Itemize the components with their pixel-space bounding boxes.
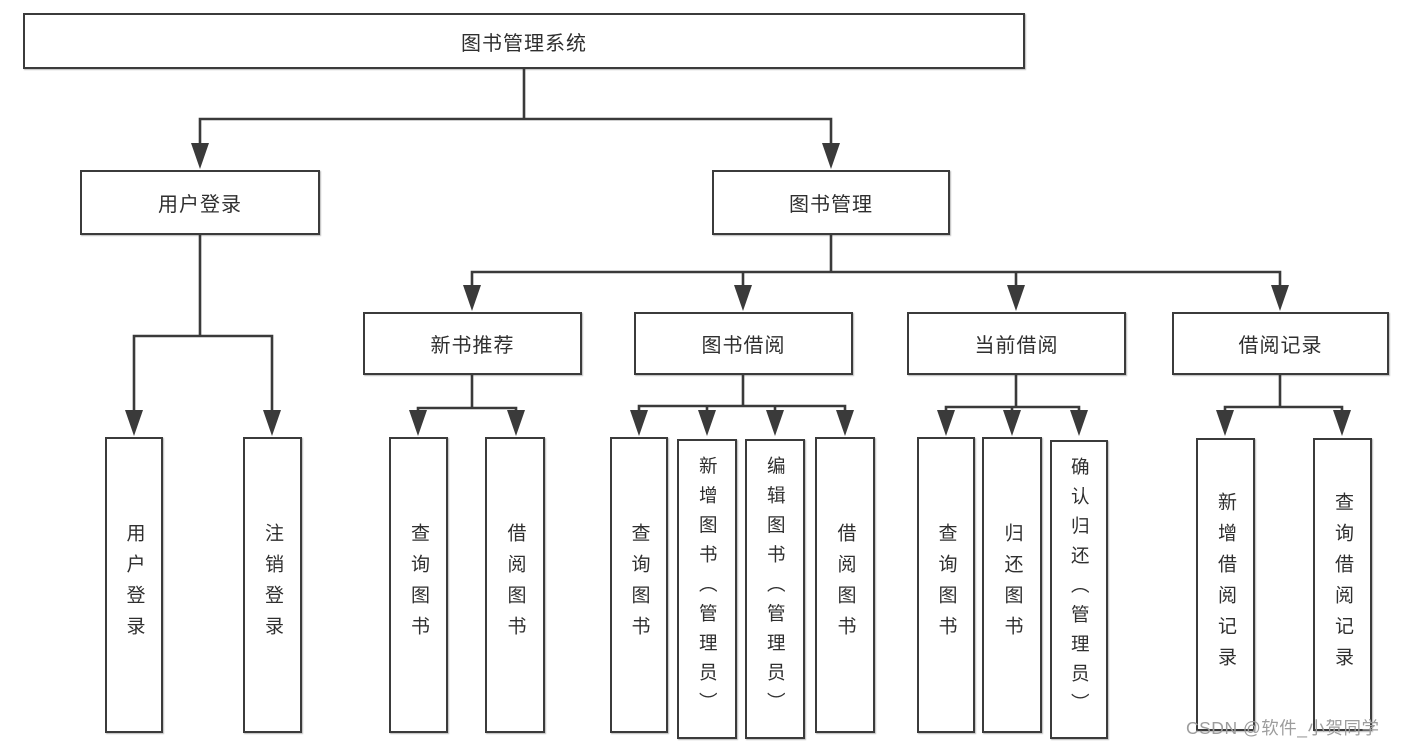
arrowheads — [125, 143, 1351, 436]
node-root-label: 图书管理系统 — [461, 32, 587, 55]
node-current-borrow-label: 当前借阅 — [974, 335, 1059, 357]
node-user-login-label: 用户登录 — [158, 194, 242, 216]
leaf-borrow-book-2: 借阅图书 — [815, 437, 875, 733]
leaf-edit-book-admin: 编辑图书（管理员） — [745, 439, 805, 739]
leaf-return-book-label: 归还图书 — [1001, 523, 1023, 647]
node-book-borrow-label: 图书借阅 — [701, 335, 786, 357]
leaf-add-borrow-record: 新增借阅记录 — [1196, 438, 1255, 731]
node-current-borrow: 当前借阅 — [907, 312, 1126, 375]
node-book-management-label: 图书管理 — [789, 194, 873, 216]
leaf-return-book: 归还图书 — [982, 437, 1042, 733]
node-user-login: 用户登录 — [80, 170, 320, 235]
node-book-management: 图书管理 — [712, 170, 950, 235]
leaf-edit-book-admin-label: 编辑图书（管理员） — [765, 456, 787, 722]
leaf-add-book-admin-label: 新增图书（管理员） — [697, 456, 719, 722]
leaf-borrow-book-1-label: 借阅图书 — [504, 523, 526, 647]
leaf-borrow-book-1: 借阅图书 — [485, 437, 545, 733]
node-new-book-recommend: 新书推荐 — [363, 312, 582, 375]
leaf-add-borrow-record-label: 新增借阅记录 — [1215, 491, 1236, 678]
leaf-query-borrow-record-label: 查询借阅记录 — [1332, 491, 1353, 678]
leaf-query-borrow-record: 查询借阅记录 — [1313, 438, 1372, 731]
leaf-user-login-label: 用户登录 — [123, 523, 145, 647]
leaf-confirm-return-admin: 确认归还（管理员） — [1050, 440, 1108, 739]
leaf-query-book-3-label: 查询图书 — [935, 523, 957, 647]
leaf-user-login: 用户登录 — [105, 437, 163, 733]
node-borrow-record-label: 借阅记录 — [1238, 335, 1323, 357]
leaf-borrow-book-2-label: 借阅图书 — [834, 523, 856, 647]
node-root-system: 图书管理系统 — [23, 13, 1025, 69]
node-book-borrow: 图书借阅 — [634, 312, 853, 375]
leaf-query-book-3: 查询图书 — [917, 437, 975, 733]
leaf-logout: 注销登录 — [243, 437, 302, 733]
leaf-query-book-2-label: 查询图书 — [628, 523, 650, 647]
leaf-query-book-1: 查询图书 — [389, 437, 448, 733]
leaf-query-book-1-label: 查询图书 — [408, 523, 429, 647]
node-borrow-record: 借阅记录 — [1172, 312, 1389, 375]
watermark-text: CSDN @软件_小贺同学 — [1186, 718, 1380, 738]
leaf-query-book-2: 查询图书 — [610, 437, 668, 733]
leaf-add-book-admin: 新增图书（管理员） — [677, 439, 737, 739]
node-new-book-recommend-label: 新书推荐 — [430, 335, 515, 357]
leaf-logout-label: 注销登录 — [262, 523, 283, 647]
leaf-confirm-return-admin-label: 确认归还（管理员） — [1069, 456, 1091, 723]
